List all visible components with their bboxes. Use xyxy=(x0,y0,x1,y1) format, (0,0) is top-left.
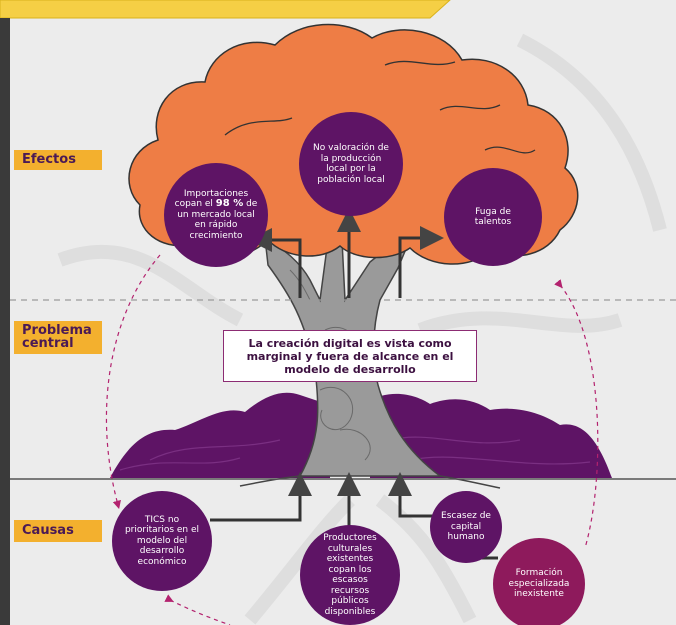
effects-label: Efectos xyxy=(14,150,102,170)
effect-talent-drain: Fuga de talentos xyxy=(444,168,542,266)
central-problem-box: La creación digital es vista como margin… xyxy=(223,330,477,382)
cause-human-capital: Escasez de capital humano xyxy=(430,491,502,563)
hills xyxy=(110,392,612,478)
left-edge xyxy=(0,18,10,625)
effect-arrows xyxy=(248,208,444,298)
cause-cultural-producers: Productores culturales existentes copan … xyxy=(300,525,400,625)
cause-training: Formación especializada inexistente xyxy=(493,538,585,625)
cause-tics: TICS no prioritarios en el modelo del de… xyxy=(112,491,212,591)
feedback-loops xyxy=(105,254,599,625)
causes-label: Causas xyxy=(14,520,102,542)
effect-imports: Importaciones copan el 98 % de un mercad… xyxy=(164,163,268,267)
top-banner xyxy=(0,0,451,19)
effect-no-valuation: No valoración de la producción local por… xyxy=(299,112,403,216)
